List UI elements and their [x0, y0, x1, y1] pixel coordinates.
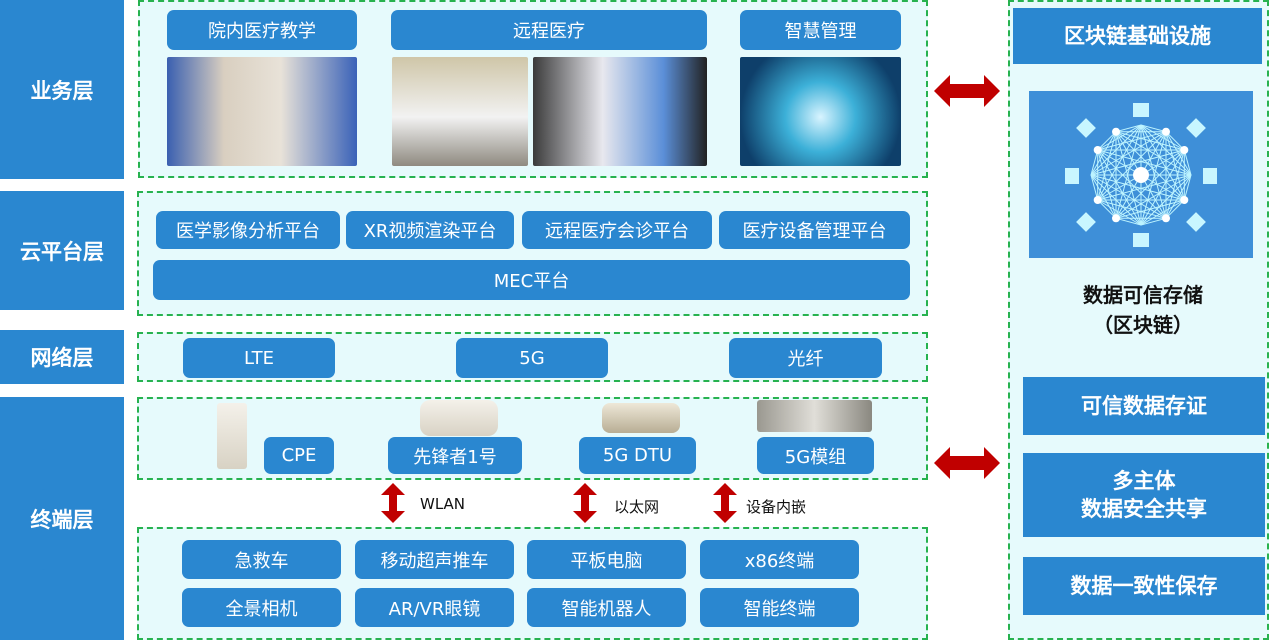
endpoint-ambulance[interactable]: 急救车: [182, 540, 341, 579]
dtu-device-image: [602, 403, 680, 433]
device-5g-module[interactable]: 5G模组: [757, 437, 874, 474]
link-wlan: WLAN: [420, 495, 466, 513]
blockchain-network-icon: [1029, 91, 1253, 258]
layer-label-business: 业务层: [0, 0, 124, 179]
business-telemedicine[interactable]: 远程医疗: [391, 10, 707, 50]
platform-imaging[interactable]: 医学影像分析平台: [156, 211, 340, 249]
business-teaching[interactable]: 院内医疗教学: [167, 10, 357, 50]
endpoint-smart-terminal[interactable]: 智能终端: [700, 588, 859, 627]
mec-platform[interactable]: MEC平台: [153, 260, 910, 300]
network-node: [1112, 127, 1120, 136]
layer-label-terminal: 终端层: [0, 397, 124, 640]
cpe-device-image: [217, 403, 247, 469]
network-node: [1162, 214, 1170, 223]
updown-arrow-icon: [381, 483, 405, 523]
function-evidence: 可信数据存证: [1023, 377, 1265, 435]
platform-device-management[interactable]: 医疗设备管理平台: [719, 211, 910, 249]
device-pioneer-1[interactable]: 先锋者1号: [388, 437, 522, 474]
network-node: [1180, 146, 1189, 154]
teaching-photo: [167, 57, 357, 166]
network-node: [1093, 146, 1102, 154]
endpoint-ar-vr-glasses[interactable]: AR/VR眼镜: [355, 588, 514, 627]
link-embedded: 设备内嵌: [746, 498, 807, 516]
network-lte[interactable]: LTE: [183, 338, 335, 378]
function-secure-sharing: 多主体 数据安全共享: [1023, 453, 1265, 537]
bidirectional-arrow-icon: [934, 447, 1000, 479]
endpoint-ultrasound-cart[interactable]: 移动超声推车: [355, 540, 514, 579]
endpoint-robot[interactable]: 智能机器人: [527, 588, 686, 627]
storage-line2: （区块链）: [1093, 313, 1193, 337]
network-5g[interactable]: 5G: [456, 338, 608, 378]
link-ethernet: 以太网: [614, 498, 660, 516]
network-node: [1162, 127, 1170, 136]
endpoint-panoramic-camera[interactable]: 全景相机: [182, 588, 341, 627]
layer-label-cloud: 云平台层: [0, 191, 124, 310]
storage-line1: 数据可信存储: [1083, 283, 1203, 307]
business-smart-management[interactable]: 智慧管理: [740, 10, 901, 50]
platform-consultation[interactable]: 远程医疗会诊平台: [522, 211, 712, 249]
pioneer-device-image: [420, 400, 498, 436]
updown-arrow-icon: [573, 483, 597, 523]
network-node: [1180, 196, 1189, 204]
layer-label-network: 网络层: [0, 330, 124, 384]
updown-arrow-icon: [713, 483, 737, 523]
endpoint-x86[interactable]: x86终端: [700, 540, 859, 579]
network-node: [1093, 196, 1102, 204]
function-consistency: 数据一致性保存: [1023, 557, 1265, 615]
blockchain-title: 区块链基础设施: [1013, 8, 1262, 64]
device-cpe[interactable]: CPE: [264, 437, 334, 474]
smart-management-photo: [740, 57, 901, 166]
telemedicine-photo-2: [533, 57, 707, 166]
platform-xr[interactable]: XR视频渲染平台: [346, 211, 514, 249]
network-node: [1112, 214, 1120, 223]
network-fiber[interactable]: 光纤: [729, 338, 882, 378]
telemedicine-photo-1: [392, 57, 528, 166]
5g-module-image: [757, 400, 872, 432]
device-5g-dtu[interactable]: 5G DTU: [579, 437, 696, 474]
endpoint-tablet[interactable]: 平板电脑: [527, 540, 686, 579]
bidirectional-arrow-icon: [934, 75, 1000, 107]
